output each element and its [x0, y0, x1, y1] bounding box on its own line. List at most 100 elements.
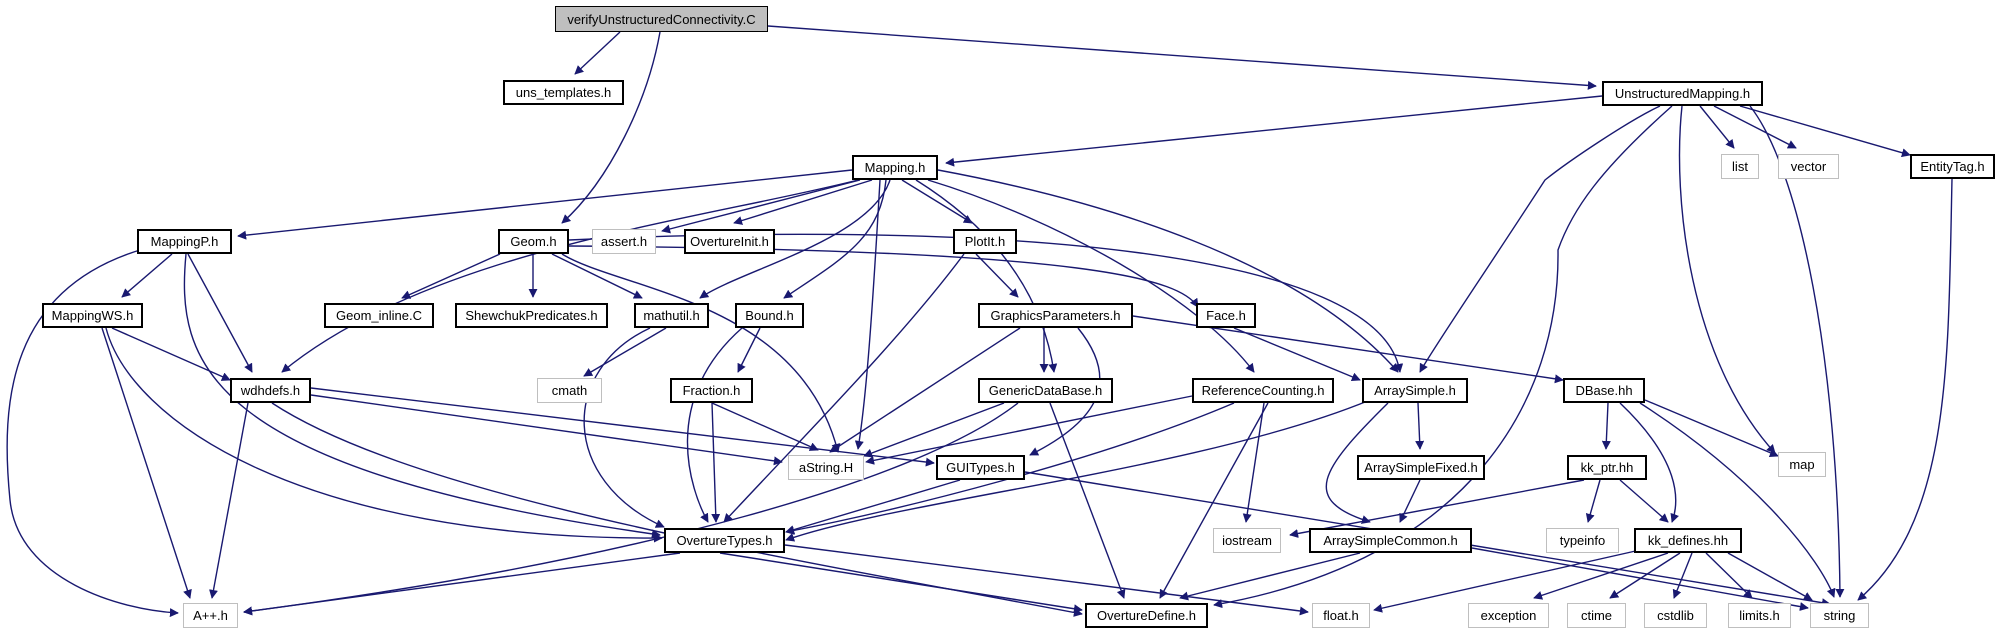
edge-from-wdhdefs — [310, 387, 935, 467]
edge-from-kk-defines — [1672, 552, 1693, 599]
edge-from-overturetypes — [243, 552, 681, 616]
edge-from-verify — [574, 31, 621, 75]
edge-from-face — [1233, 327, 1361, 382]
node-exception: exception — [1468, 603, 1549, 628]
node-astring: aString.H — [788, 455, 864, 480]
node-shewchuk-predicates[interactable]: ShewchukPredicates.h — [455, 303, 608, 328]
node-overturetypes[interactable]: OvertureTypes.h — [664, 528, 785, 553]
node-kk-defines[interactable]: kk_defines.hh — [1634, 528, 1742, 553]
node-overtureinit[interactable]: OvertureInit.h — [684, 229, 775, 254]
node-bound[interactable]: Bound.h — [735, 303, 804, 328]
edge-from-arraysimple — [785, 399, 1371, 542]
node-geom-inline[interactable]: Geom_inline.C — [324, 303, 434, 328]
edge-from-kk-ptr — [1585, 479, 1601, 523]
node-face[interactable]: Face.h — [1196, 303, 1256, 328]
node-app: A++.h — [183, 603, 238, 628]
edge-from-mathutil — [583, 327, 667, 377]
edge-from-genericdatabase — [863, 402, 1005, 458]
edge-from-kk-defines — [1705, 552, 1753, 599]
edge-from-verify — [767, 25, 1597, 90]
edge-from-kk-defines — [1373, 549, 1641, 613]
edge-from-verify — [561, 31, 661, 224]
node-wdhdefs[interactable]: wdhdefs.h — [230, 378, 311, 403]
edge-from-mapping — [927, 179, 1255, 373]
edge-from-kk-ptr — [1289, 479, 1585, 538]
edge-from-mapping — [937, 169, 1399, 373]
edge-from-geom — [401, 253, 501, 299]
edge-from-arraysimple — [1325, 402, 1389, 524]
edge-from-wdhdefs — [310, 394, 783, 466]
edge-from-geom — [551, 253, 643, 299]
node-fraction[interactable]: Fraction.h — [670, 378, 753, 403]
node-map: map — [1778, 452, 1826, 477]
edge-from-fraction — [711, 402, 721, 523]
edge-from-dbase — [1639, 402, 1836, 598]
edge-from-guitypes — [785, 479, 961, 534]
node-plotit[interactable]: PlotIt.h — [953, 229, 1017, 254]
edge-from-mapping — [915, 179, 1058, 373]
node-kk-ptr[interactable]: kk_ptr.hh — [1567, 455, 1647, 480]
edge-from-referencecounting — [865, 395, 1193, 465]
edge-from-mathutil — [583, 327, 665, 528]
edge-from-plotit — [975, 253, 1019, 298]
node-uns-templates[interactable]: uns_templates.h — [503, 80, 624, 105]
edge-from-mapping — [699, 179, 891, 299]
edge-from-unstructured-mapping — [1678, 105, 1776, 454]
node-arraysimple[interactable]: ArraySimple.h — [1362, 378, 1468, 403]
node-entitytag[interactable]: EntityTag.h — [1910, 154, 1995, 179]
edge-from-mapping — [854, 179, 881, 450]
edge-from-mappingp — [6, 249, 179, 618]
edge-from-referencecounting — [1242, 402, 1265, 523]
node-string: string — [1810, 603, 1869, 628]
edge-from-dbase — [1601, 402, 1611, 450]
edge-from-mappingp — [121, 253, 173, 298]
edge-from-bound — [686, 327, 743, 523]
node-cstdlib: cstdlib — [1644, 603, 1707, 628]
edge-from-graphicsparameters — [829, 327, 1021, 453]
node-verify-unstructured-connectivity: verifyUnstructuredConnectivity.C — [555, 6, 768, 32]
edge-from-mapping — [661, 179, 861, 234]
edge-from-dbase — [1619, 402, 1679, 523]
node-geom[interactable]: Geom.h — [498, 229, 569, 254]
node-list: list — [1721, 154, 1759, 179]
node-ctime: ctime — [1567, 603, 1626, 628]
edge-from-dbase — [1644, 399, 1779, 458]
edge-from-mappingws — [105, 327, 663, 543]
node-mappingws[interactable]: MappingWS.h — [42, 303, 143, 328]
node-generic-database[interactable]: GenericDataBase.h — [978, 378, 1113, 403]
edge-from-referencecounting — [785, 402, 1235, 535]
edge-from-arraysimplefixed — [1399, 479, 1421, 523]
node-cmath: cmath — [537, 378, 602, 403]
node-assert: assert.h — [592, 229, 656, 254]
node-mathutil[interactable]: mathutil.h — [634, 303, 709, 328]
edge-from-mappingws — [101, 327, 192, 599]
edge-from-arraysimple — [1415, 402, 1425, 450]
node-overturedefine[interactable]: OvertureDefine.h — [1085, 603, 1208, 628]
edge-from-mappingp — [187, 253, 253, 373]
node-mappingp[interactable]: MappingP.h — [137, 229, 232, 254]
edge-from-unstructured-mapping — [945, 95, 1603, 167]
edge-from-genericdatabase — [243, 402, 1019, 616]
edge-from-genericdatabase — [1049, 402, 1126, 599]
node-vector: vector — [1778, 154, 1839, 179]
edge-from-plotit — [723, 253, 965, 523]
node-unstructured-mapping[interactable]: UnstructuredMapping.h — [1602, 81, 1763, 106]
edge-from-referencecounting — [1159, 402, 1269, 599]
edge-from-unstructured-mapping — [1713, 105, 1797, 149]
node-limits: limits.h — [1728, 603, 1791, 628]
node-arraysimplefixed[interactable]: ArraySimpleFixed.h — [1357, 455, 1485, 480]
edge-from-wdhdefs — [209, 402, 249, 599]
edge-from-unstructured-mapping — [1739, 105, 1911, 158]
edge-from-kk-defines — [1533, 552, 1669, 600]
node-typeinfo: typeinfo — [1546, 528, 1619, 553]
node-graphics-parameters[interactable]: GraphicsParameters.h — [978, 303, 1133, 328]
edge-from-mapping — [733, 179, 873, 225]
edge-from-kk-defines — [1727, 552, 1813, 601]
edge-from-overturetypes — [784, 544, 1309, 616]
edge-from-bound — [737, 327, 761, 373]
node-reference-counting[interactable]: ReferenceCounting.h — [1192, 378, 1334, 403]
node-arraysimplecommon[interactable]: ArraySimpleCommon.h — [1309, 528, 1472, 553]
node-dbase[interactable]: DBase.hh — [1563, 378, 1645, 403]
node-guitypes[interactable]: GUITypes.h — [936, 455, 1025, 480]
node-mapping[interactable]: Mapping.h — [852, 155, 938, 180]
